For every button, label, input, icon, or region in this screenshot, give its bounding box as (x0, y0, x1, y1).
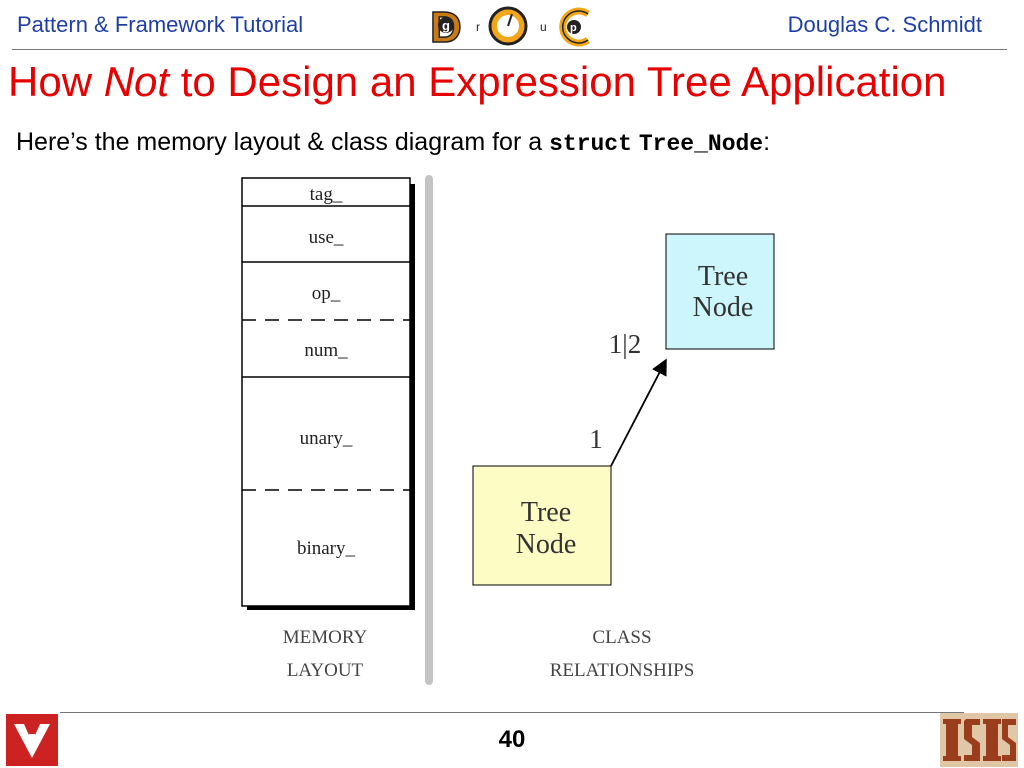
field-num: num_ (304, 340, 348, 361)
header-course-title: Pattern & Framework Tutorial (17, 12, 304, 37)
subtitle-code-type: Tree_Node (638, 131, 764, 157)
subtitle-text: Here’s the memory layout & class diagram… (16, 128, 550, 156)
field-use: use_ (309, 227, 344, 248)
association-arrow (610, 358, 667, 467)
target-node-label-line2: Node (693, 292, 754, 323)
header-author: Douglas C. Schmidt (787, 12, 982, 37)
field-unary: unary_ (300, 428, 353, 449)
vanderbilt-logo (6, 714, 58, 766)
source-node-label-line2: Node (516, 529, 577, 560)
memory-caption-line2: LAYOUT (287, 660, 364, 681)
field-tag: tag_ (310, 184, 343, 205)
class-caption-line1: CLASS (592, 627, 651, 648)
slide-subtitle: Here’s the memory layout & class diagram… (16, 128, 770, 157)
logo-p-letter: p (570, 22, 577, 34)
isis-logo (940, 713, 1018, 767)
header-divider (12, 49, 1007, 50)
page-number: 40 (498, 726, 526, 753)
field-op: op_ (312, 283, 341, 304)
source-node-label-line1: Tree (521, 497, 571, 528)
class-caption-line2: RELATIONSHIPS (550, 660, 695, 681)
subtitle-suffix: : (763, 128, 771, 156)
separator-bar (425, 175, 433, 685)
title-pre: How (8, 58, 104, 105)
subtitle-code-keyword: struct (549, 131, 632, 157)
footer-divider (60, 712, 964, 713)
logo-r-letter: r (476, 20, 480, 34)
title-post: to Design an Expression Tree Application (169, 58, 947, 105)
title-emphasis: Not (103, 58, 170, 105)
logo-u-letter: u (540, 20, 547, 34)
multiplicity-source: 1 (589, 424, 603, 454)
slide-title: How Not to Design an Expression Tree App… (8, 58, 947, 106)
memory-layout-box (241, 177, 411, 607)
target-tree-node-box (665, 233, 775, 350)
field-binary: binary_ (297, 538, 356, 559)
memory-caption-line1: MEMORY (283, 627, 368, 648)
doc-group-logo: D g r u p (429, 4, 591, 48)
logo-g-letter: g (442, 18, 450, 33)
multiplicity-target: 1|2 (609, 329, 641, 359)
source-tree-node-box (472, 465, 612, 586)
target-node-label-line1: Tree (698, 261, 748, 292)
